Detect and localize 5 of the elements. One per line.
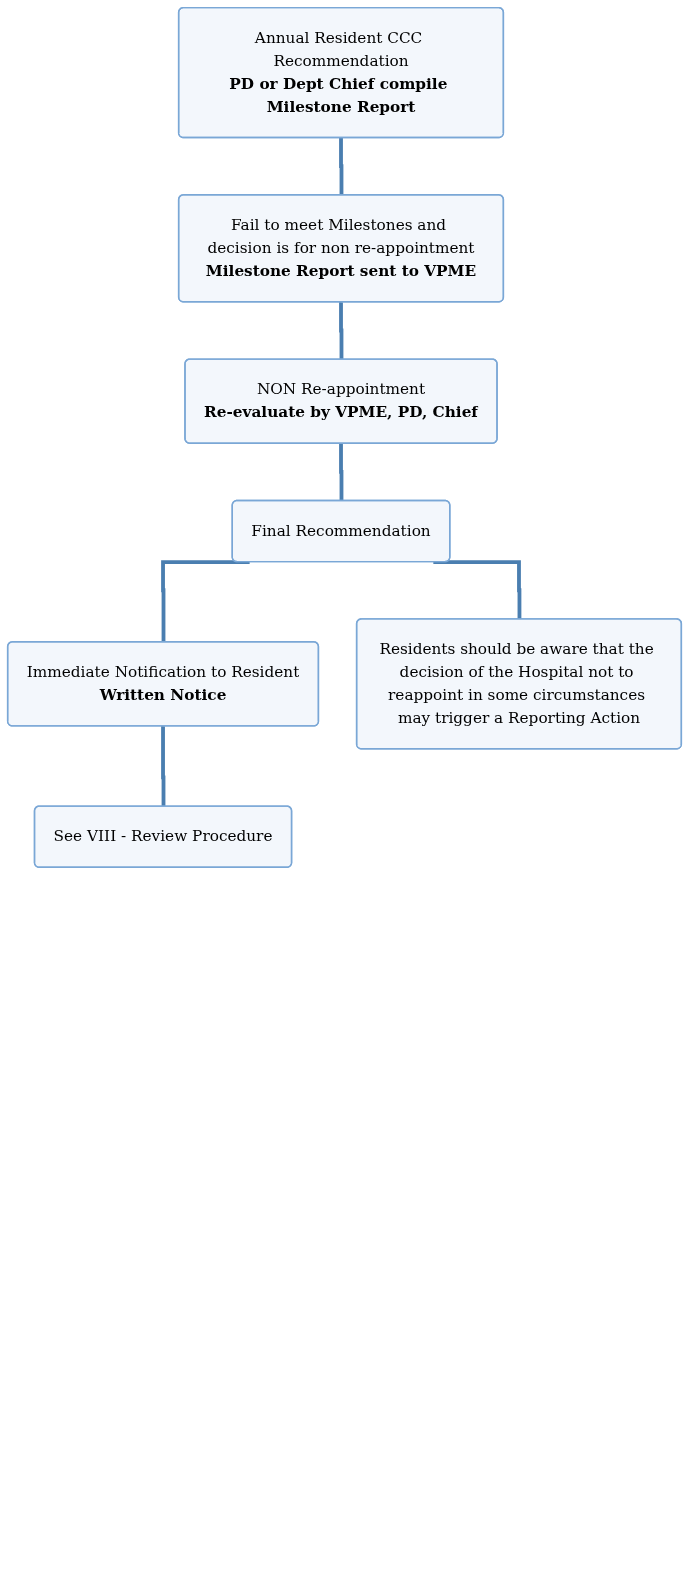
connector — [339, 300, 344, 360]
connector — [161, 724, 166, 807]
connector — [433, 560, 522, 620]
connector — [339, 136, 344, 196]
connector — [161, 560, 250, 643]
